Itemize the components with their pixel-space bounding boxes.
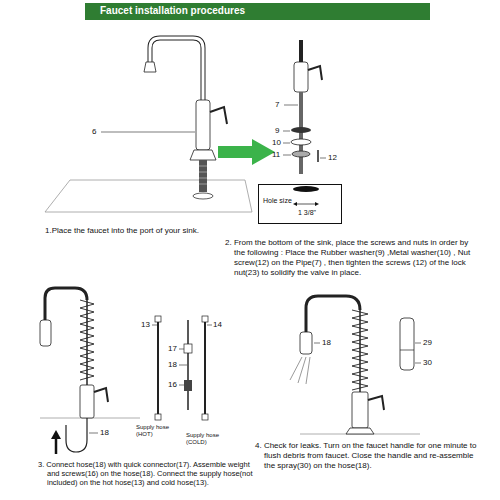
dimension-arrow (293, 202, 319, 206)
callout-number: 18 (168, 360, 177, 370)
callout-number: 12 (328, 153, 337, 163)
callout-number: 11 (272, 150, 280, 160)
header-bar (85, 3, 430, 20)
step-text: 3. Connect hose(18) with quick connector… (38, 460, 259, 487)
green-arrow (218, 139, 275, 165)
sink-counter (45, 180, 252, 212)
step-text: 2. From the bottom of the sink, place th… (225, 238, 474, 278)
box-heading: Hole size (263, 196, 292, 205)
title-text: Faucet installation procedures (100, 5, 245, 17)
callout-number: 14 (213, 320, 222, 330)
callout-number: 7 (275, 100, 279, 110)
callout-number: 9 (275, 126, 279, 136)
callout-number: 13 (141, 320, 150, 330)
step-text: 4. Check for leaks. Turn on the faucet h… (255, 441, 479, 471)
hose-label: Supply hose (HOT) (136, 424, 180, 438)
dimension-text: 1 3/8" (283, 208, 331, 217)
callout-number: 6 (92, 127, 96, 137)
callout-number: 29 (423, 338, 432, 348)
callout-number: 16 (168, 380, 177, 390)
callout-number: 30 (423, 358, 432, 368)
step-text: 1.Place the faucet into the port of your… (45, 226, 199, 236)
callout-number: 18 (100, 428, 109, 438)
faucet-step1 (101, 38, 227, 192)
sink-hole (193, 193, 213, 199)
faucet-step3 (40, 288, 212, 454)
callout-number: 10 (272, 138, 281, 148)
exploded-parts (283, 40, 326, 174)
faucet-step4 (290, 296, 421, 434)
hole-size-box: Hole size 1 3/8" (258, 184, 342, 224)
callout-number: 17 (168, 344, 177, 354)
callout-number: 18 (322, 338, 331, 348)
hole-icon (293, 186, 319, 192)
hose-label: Supply hose (COLD) (186, 432, 230, 446)
